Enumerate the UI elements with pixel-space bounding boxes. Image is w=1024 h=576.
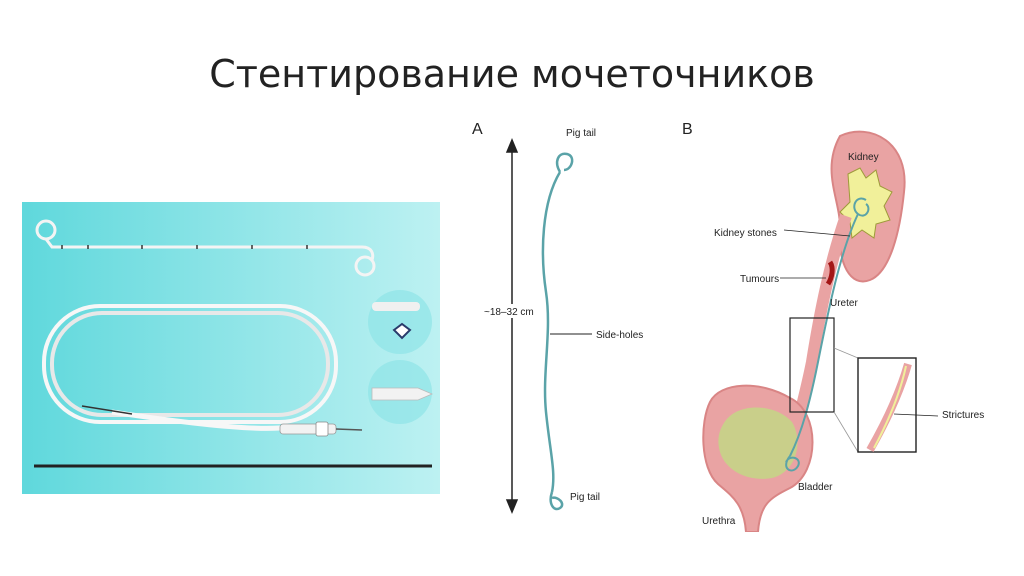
zoom-box: [789, 317, 835, 413]
side-holes-label: Side-holes: [596, 330, 643, 341]
stent-tip-detail-1: [368, 290, 432, 354]
slide-title: Стентирование мочеточников: [209, 52, 815, 96]
tumour-shape: [825, 260, 835, 286]
ureter-shape: [790, 214, 852, 434]
figure-b-urinary-tract-diagram: B Kidney Kidney stones Tumours Ureter St…: [682, 121, 984, 532]
figure-b-panel-label: B: [682, 121, 693, 138]
stent-in-tract: [785, 197, 870, 472]
stent-kit-photo: [22, 202, 440, 494]
tumours-label: Tumours: [740, 274, 779, 285]
ureter-label: Ureter: [830, 298, 858, 309]
bladder-inner: [718, 407, 798, 479]
bottom-pig-tail-label: Pig tail: [570, 492, 600, 503]
coiled-guidewire-image: [42, 304, 338, 431]
stent-tip-detail-2: [368, 360, 434, 424]
kidney-stones-label: Kidney stones: [714, 228, 777, 239]
urethra-label: Urethra: [702, 516, 736, 527]
bladder-label: Bladder: [798, 482, 833, 493]
strictures-label: Strictures: [942, 410, 984, 421]
top-pig-tail-label: Pig tail: [566, 128, 596, 139]
length-arrow: [505, 138, 519, 514]
pusher-connector-image: [279, 421, 363, 437]
double-j-stent: [541, 152, 574, 511]
kidney-label: Kidney: [848, 152, 879, 163]
figure-a-panel-label: A: [472, 121, 483, 138]
guidewire-tip: [81, 405, 133, 415]
pigtail-stent-image: [35, 219, 376, 277]
length-label: ~18–32 cm: [484, 307, 534, 318]
figure-a-stent-diagram: A Pig tail ~18–32 cm Side-holes Pig tail: [472, 121, 643, 514]
